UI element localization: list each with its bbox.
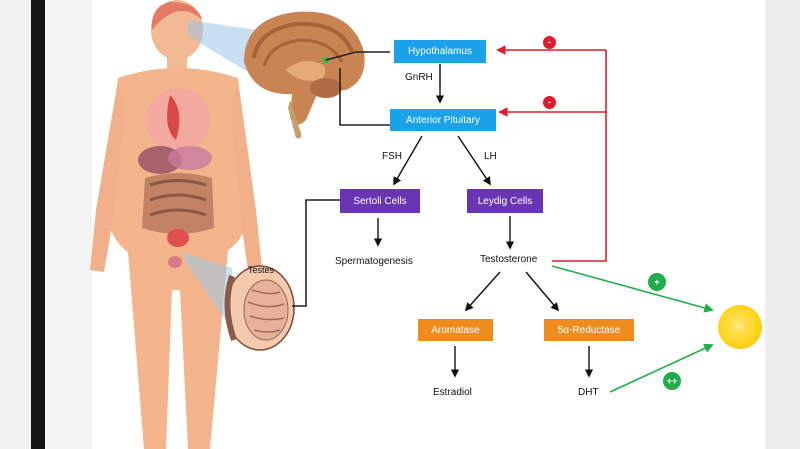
feedback-line bbox=[552, 50, 607, 262]
dht-to-target-arrow bbox=[609, 343, 714, 393]
negative-feedback-badge-1: - bbox=[543, 36, 556, 49]
left-margin bbox=[0, 0, 31, 449]
sertoli-cells-box: Sertoli Cells bbox=[340, 189, 420, 213]
spermatogenesis-label: Spermatogenesis bbox=[335, 256, 413, 267]
hypothalamus-box: Hypothalamus bbox=[394, 40, 486, 63]
testis-zoom-beam bbox=[182, 252, 232, 330]
brain-illustration bbox=[244, 11, 365, 139]
lh-label: LH bbox=[484, 151, 497, 162]
aromatase-box: Aromatase bbox=[418, 319, 493, 341]
arrow-pituitary-leydig bbox=[457, 135, 491, 186]
testosterone-label: Testosterone bbox=[480, 254, 538, 265]
brain-to-pituitary-line bbox=[339, 68, 390, 126]
anterior-pituitary-box: Anterior Pituitary bbox=[390, 109, 496, 131]
dht-label: DHT bbox=[578, 387, 599, 398]
reductase-box: 5α-Reductase bbox=[544, 319, 634, 341]
human-body-illustration bbox=[90, 0, 262, 449]
strong-positive-effect-badge: ++ bbox=[663, 372, 681, 390]
arrow-pituitary-sertoli bbox=[393, 135, 423, 186]
leydig-cells-box: Leydig Cells bbox=[467, 189, 543, 213]
testis-to-sertoli-line bbox=[292, 199, 340, 307]
right-margin bbox=[765, 0, 800, 449]
positive-effect-badge: + bbox=[648, 273, 666, 291]
testes-label: Testes bbox=[248, 265, 275, 275]
left-gap bbox=[45, 0, 92, 449]
fsh-label: FSH bbox=[382, 151, 402, 162]
estradiol-label: Estradiol bbox=[433, 387, 472, 398]
target-label: AR bbox=[735, 323, 745, 331]
arrow-testosterone-reductase bbox=[525, 271, 560, 312]
brain-to-hypothalamus-line bbox=[325, 51, 390, 61]
testosterone-to-target-arrow bbox=[551, 265, 714, 313]
androgen-receptor-circle: AR bbox=[718, 305, 762, 349]
gnrh-label: GnRH bbox=[405, 72, 433, 83]
arrow-testosterone-aromatase bbox=[464, 271, 501, 312]
testis-illustration bbox=[224, 265, 295, 351]
slide-border-bar bbox=[31, 0, 45, 449]
negative-feedback-badge-2: - bbox=[543, 96, 556, 109]
brain-zoom-beam bbox=[188, 20, 258, 78]
